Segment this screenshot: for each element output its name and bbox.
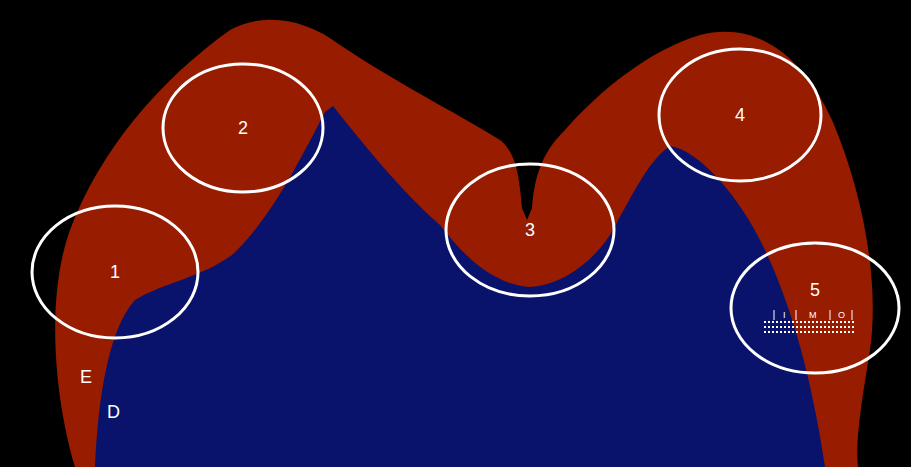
region-number: 3	[525, 221, 535, 239]
region-number: 1	[110, 263, 120, 281]
zone-label: M	[809, 311, 817, 320]
region-ellipse: 5	[729, 241, 901, 375]
layer-label: D	[107, 403, 120, 421]
region-ellipse: 2	[161, 62, 325, 194]
dentin-layer	[95, 106, 825, 467]
zone-divider	[774, 310, 852, 320]
measurement-grid	[764, 322, 856, 332]
layer-label: E	[80, 368, 92, 386]
zone-label: O	[838, 311, 845, 320]
region-ellipse: 3	[444, 162, 616, 298]
region-number: 4	[735, 106, 745, 124]
ellipse-outline	[729, 241, 901, 375]
region-ellipse: 4	[657, 47, 823, 183]
ellipse-ring	[163, 64, 323, 192]
ellipse-ring	[446, 164, 614, 296]
region-ellipse: 1	[30, 204, 200, 340]
ellipse-ring	[32, 206, 198, 338]
region-number: 2	[238, 119, 248, 137]
zone-label: I	[783, 311, 786, 320]
ellipse-ring	[659, 49, 821, 181]
ellipse-ring	[731, 243, 899, 373]
region-number: 5	[810, 281, 820, 299]
enamel-layer	[55, 20, 873, 467]
